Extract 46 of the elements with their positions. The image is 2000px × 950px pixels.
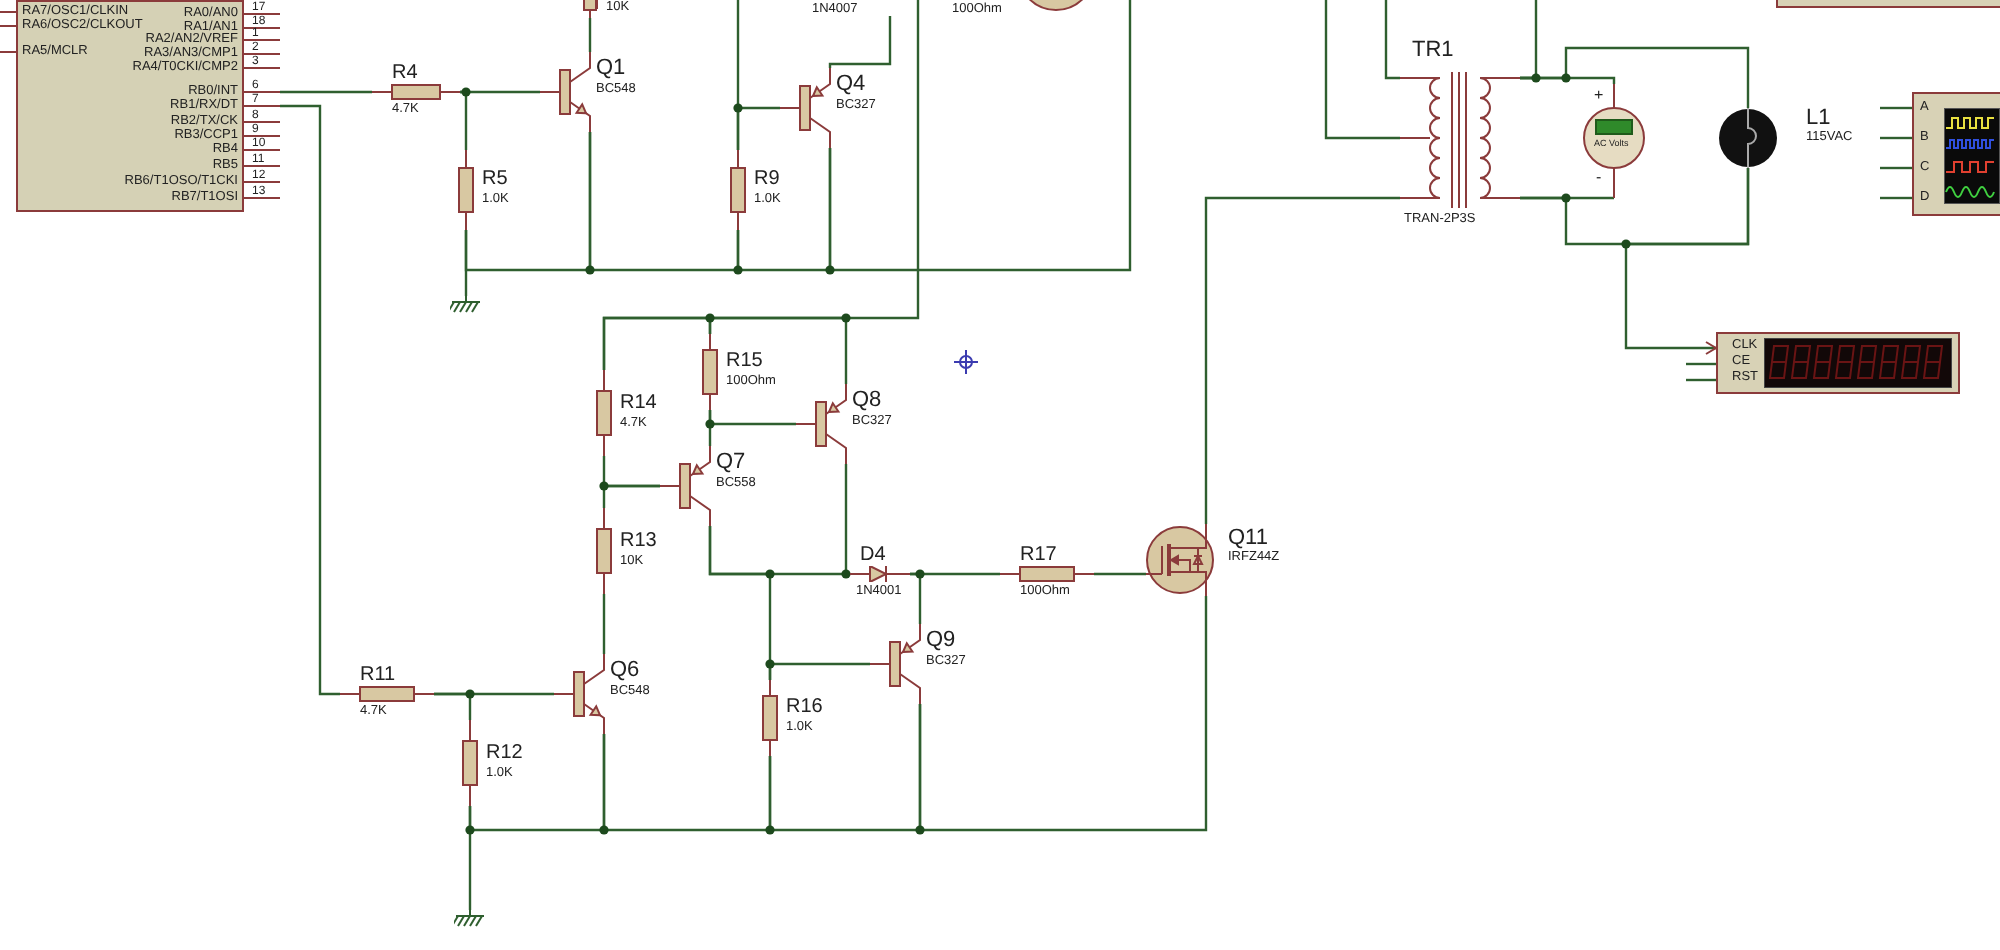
component-label: R14: [620, 393, 657, 413]
wire: [460, 90, 468, 150]
wire: [828, 0, 1132, 272]
wire: [468, 806, 472, 910]
component-label: D4: [860, 546, 886, 566]
component-label: R13: [620, 531, 657, 551]
component-label: R4: [392, 64, 418, 84]
component-label: R17: [1020, 546, 1057, 566]
component-label: R16: [786, 698, 823, 718]
component-label: Q9: [926, 630, 956, 652]
wire: [602, 484, 660, 508]
component-label: Q1: [596, 58, 626, 80]
wire: [1094, 572, 1146, 576]
wire: [468, 734, 606, 832]
wire: [708, 410, 712, 446]
wire: [280, 90, 372, 94]
component-label: R12: [486, 743, 523, 763]
wire: [910, 572, 1000, 576]
component-label: Q6: [610, 660, 640, 682]
component-label: R15: [726, 352, 763, 372]
wire: [708, 316, 848, 384]
polarity-sign: -: [1596, 170, 1602, 186]
wire: [280, 104, 340, 696]
component-label: Q4: [836, 74, 866, 96]
wire: [1384, 0, 1400, 80]
wire: [588, 18, 592, 52]
wire: [1324, 0, 1400, 140]
wire: [768, 704, 922, 832]
wire: [918, 596, 1208, 832]
component-label: TR1: [1412, 40, 1454, 62]
component-label: R5: [482, 170, 508, 190]
wire: [434, 692, 554, 696]
component-label: R11: [360, 666, 396, 686]
component-label: L1: [1806, 108, 1831, 130]
wire: [736, 0, 740, 150]
component-label: Q7: [716, 452, 746, 474]
wire: [828, 16, 892, 68]
wire: [768, 662, 870, 680]
wire: [1520, 46, 1750, 108]
component-label: R9: [754, 170, 780, 190]
polarity-sign: +: [1594, 88, 1604, 104]
component-label: Q11: [1228, 528, 1268, 550]
component-label: Q8: [852, 390, 882, 412]
wire: [1624, 168, 1750, 355]
wire: [602, 594, 606, 654]
wire: [1204, 196, 1400, 524]
